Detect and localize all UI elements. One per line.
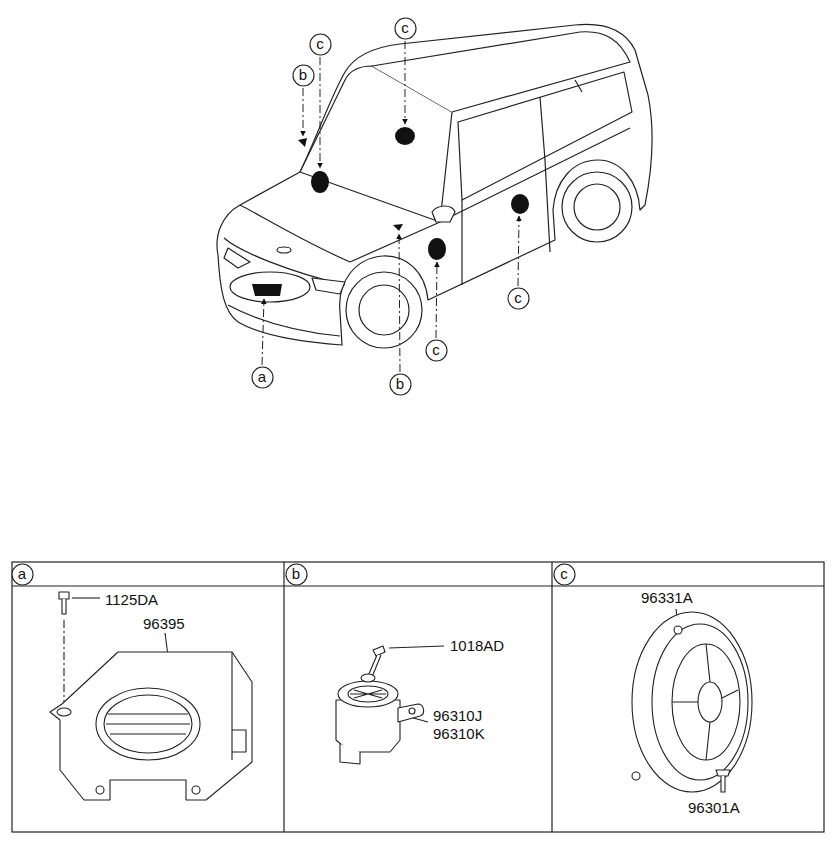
part-number: 96331A	[640, 589, 694, 607]
callout-letter: b	[396, 376, 404, 391]
speaker-marks	[252, 127, 529, 296]
part-96310	[336, 646, 444, 764]
parts-table	[12, 562, 824, 832]
car-drawing	[217, 24, 652, 348]
callout-letter: c	[432, 342, 440, 357]
callout-circle: c	[553, 563, 576, 586]
callout-letter: c	[560, 566, 568, 581]
callout-letter: b	[299, 67, 307, 82]
callout-letter: c	[316, 36, 324, 51]
callout-circle: c	[394, 17, 417, 40]
callout-letter: a	[258, 369, 266, 384]
part-number: 96310J	[432, 707, 483, 725]
callout-letter: c	[401, 20, 409, 35]
callout-circle: c	[425, 339, 448, 362]
part-number: 1125DA	[104, 591, 159, 609]
callout-circle: b	[389, 373, 412, 396]
part-number: 96395	[142, 615, 186, 633]
callout-letter: c	[514, 290, 522, 305]
callout-circle: c	[309, 33, 332, 56]
part-96395	[50, 592, 252, 800]
callout-circle: b	[292, 64, 315, 87]
callout-circle: b	[285, 563, 308, 586]
part-number: 96301A	[687, 799, 741, 817]
callout-circle: a	[251, 366, 274, 389]
part-number: 96310K	[432, 725, 486, 743]
callout-circle: c	[507, 287, 530, 310]
part-number: 1018AD	[449, 637, 505, 655]
callout-letter: a	[18, 566, 26, 581]
leader-lines	[262, 41, 519, 372]
part-96331	[632, 609, 752, 792]
callout-circle: a	[11, 563, 34, 586]
callout-letter: b	[292, 566, 300, 581]
